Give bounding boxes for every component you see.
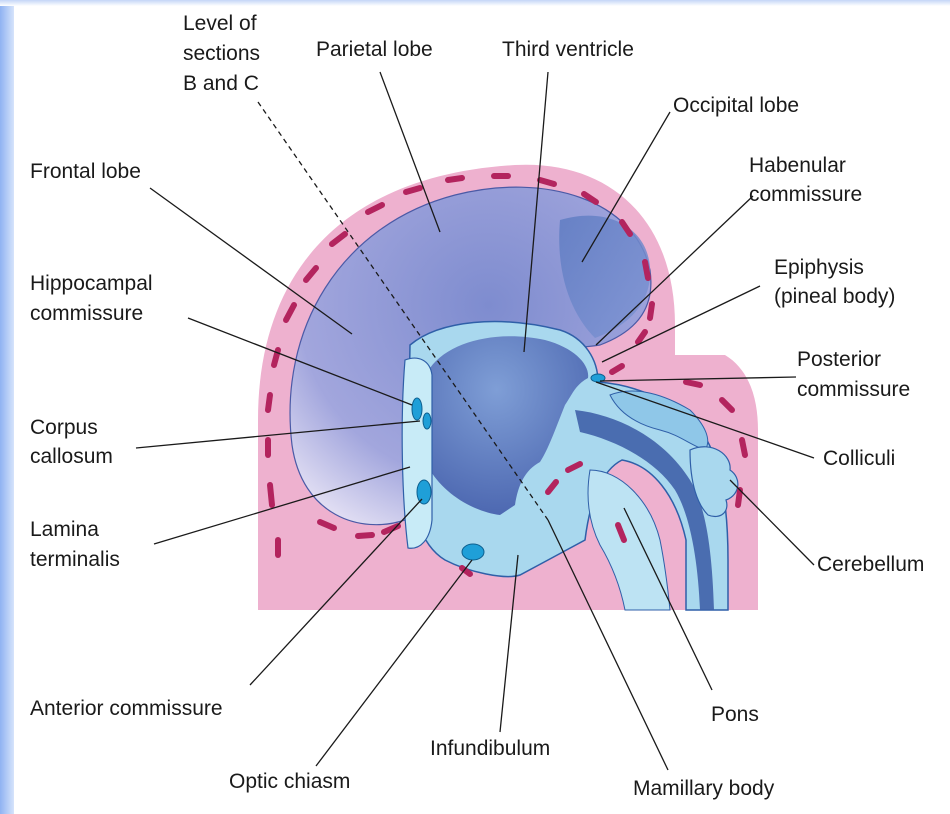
- label-posterior-line2: commissure: [797, 378, 910, 401]
- label-lamina-line2: terminalis: [30, 548, 120, 571]
- label-cerebellum: Cerebellum: [817, 553, 924, 576]
- label-level-line1: Level of: [183, 12, 257, 35]
- label-corpus-line1: Corpus: [30, 416, 98, 439]
- hippocampal-commissure-mark: [412, 398, 422, 420]
- label-corpus-line2: callosum: [30, 445, 113, 468]
- corpus-callosum-mark: [423, 413, 431, 429]
- label-epiphysis-line2: (pineal body): [774, 285, 895, 308]
- label-infundibulum: Infundibulum: [430, 737, 550, 760]
- label-habenular-line1: Habenular: [749, 154, 846, 177]
- anterior-commissure-mark: [417, 480, 431, 504]
- label-colliculi: Colliculi: [823, 447, 895, 470]
- label-optic-chiasm: Optic chiasm: [229, 770, 350, 793]
- label-epiphysis-line1: Epiphysis: [774, 256, 864, 279]
- label-habenular-line2: commissure: [749, 183, 862, 206]
- label-third-ventricle: Third ventricle: [502, 38, 634, 61]
- label-hippocampal-line2: commissure: [30, 302, 143, 325]
- label-level-line2: sections: [183, 42, 260, 65]
- lamina-terminalis-wall: [402, 358, 432, 548]
- label-level-line3: B and C: [183, 72, 259, 95]
- label-parietal-lobe: Parietal lobe: [316, 38, 433, 61]
- label-lamina-line1: Lamina: [30, 518, 99, 541]
- label-mamillary-body: Mamillary body: [633, 777, 775, 800]
- label-occipital-lobe: Occipital lobe: [673, 94, 799, 117]
- optic-chiasm-mark: [462, 544, 484, 560]
- label-hippocampal-line1: Hippocampal: [30, 272, 153, 295]
- label-pons: Pons: [711, 703, 759, 726]
- label-anterior-commissure: Anterior commissure: [30, 697, 223, 720]
- label-posterior-line1: Posterior: [797, 348, 881, 371]
- label-frontal-lobe: Frontal lobe: [30, 160, 141, 183]
